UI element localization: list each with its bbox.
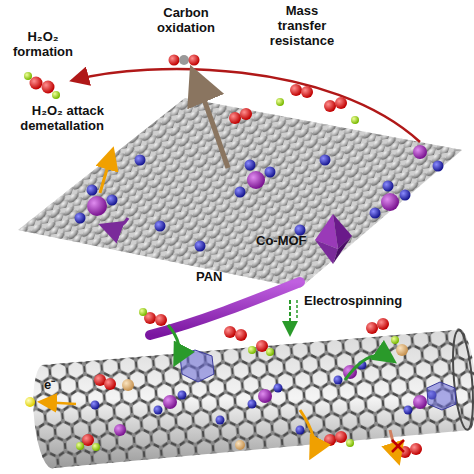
annotation-label: Carbon oxidation <box>150 6 222 36</box>
carbon-sheet <box>0 69 474 300</box>
annotation-label: Mass transfer resistance <box>262 4 342 49</box>
co-mof-crystal <box>315 214 352 264</box>
molecules <box>25 308 422 460</box>
annotation-label: Electrospinning <box>304 294 402 309</box>
process-arrow <box>290 300 297 333</box>
annotation-label: e⁻ <box>44 378 55 393</box>
annotation-label: PAN <box>196 270 222 285</box>
annotation-label: Co-MOF <box>256 234 307 249</box>
pan-fiber <box>150 282 300 335</box>
carbon-nanofiber <box>30 320 474 474</box>
annotation-label: H₂O₂ attack demetallation <box>4 104 104 134</box>
annotation-label: H₂O₂ formation <box>6 30 80 60</box>
